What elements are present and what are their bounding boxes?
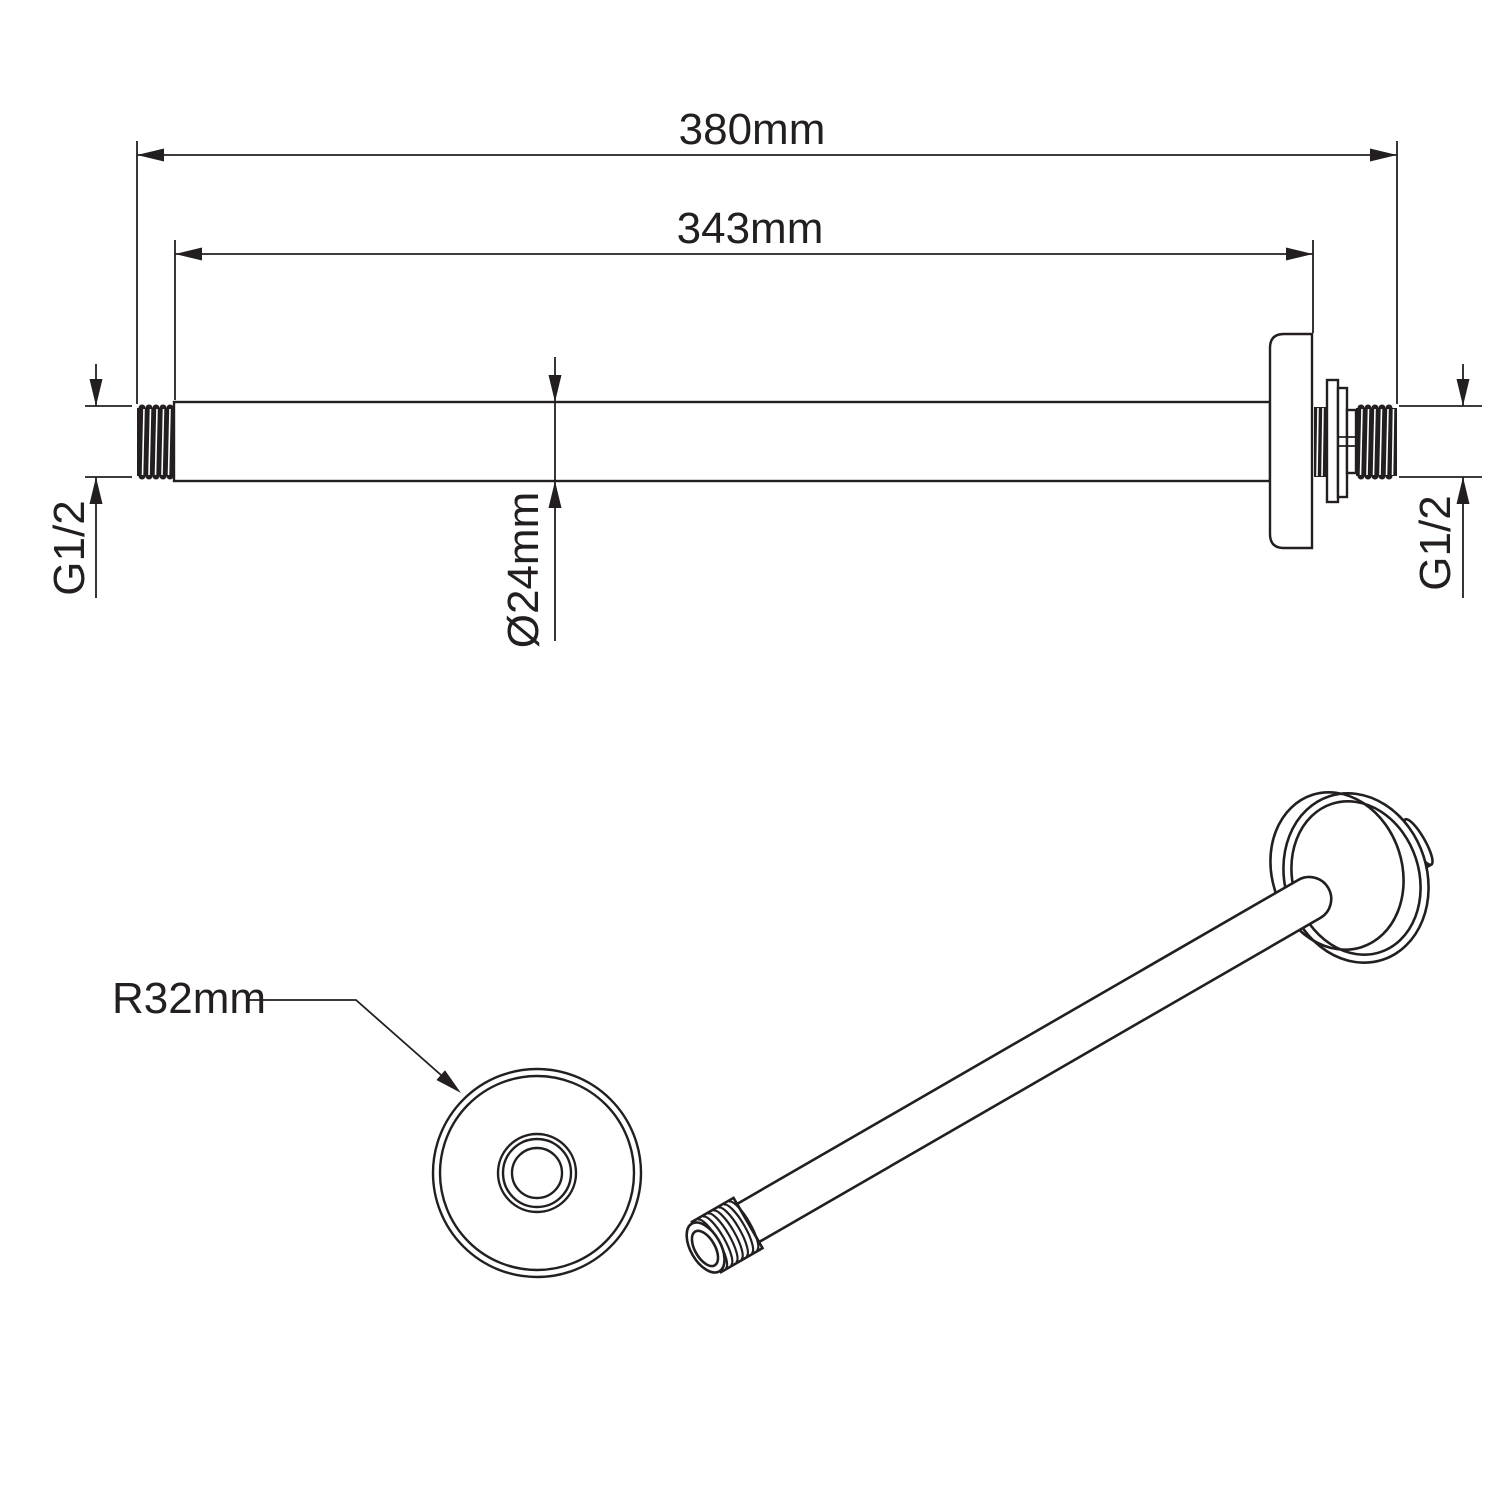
iso-mouth-inner	[690, 1229, 720, 1268]
dim-arrow-left	[137, 148, 164, 162]
flange-inner-rim-circle	[438, 1074, 636, 1272]
dim-arrow-right	[1370, 148, 1397, 162]
dim-thread-right-label: G1/2	[1411, 495, 1460, 590]
leader-arrow	[436, 1070, 461, 1093]
flange-boss-circle	[496, 1132, 578, 1214]
flange-washer-plate-2	[1336, 386, 1349, 499]
dim-arrow-right	[1286, 247, 1313, 261]
right-thread-inner	[1314, 407, 1327, 477]
flange-side	[1268, 332, 1314, 550]
dim-thread-right: G1/2	[1399, 364, 1482, 598]
flange-boss-rim-circle	[501, 1137, 573, 1209]
left-thread	[137, 404, 174, 480]
flange-hole-circle	[510, 1146, 564, 1200]
iso-flange-front	[1269, 791, 1405, 951]
dim-inner-length-label: 343mm	[677, 204, 824, 253]
dim-thread-left-label: G1/2	[45, 500, 94, 595]
dim-flange-radius-label: R32mm	[112, 974, 266, 1023]
iso-view	[685, 791, 1434, 1274]
dim-pipe-diameter: Ø24mm	[499, 357, 562, 648]
side-view: 380mm 343mm G1/2 Ø24mm	[45, 105, 1482, 648]
flange-washer-plate	[1325, 378, 1340, 504]
flange-front-view: R32mm	[112, 974, 643, 1279]
dim-flange-radius: R32mm	[112, 974, 461, 1093]
flange-step	[1345, 408, 1358, 475]
iso-arm	[685, 875, 1333, 1274]
dim-overall-length: 380mm	[136, 105, 1398, 404]
washer-detail-lines	[1338, 436, 1356, 447]
iso-pipe-body	[735, 875, 1333, 1244]
flange-outer-circle	[431, 1067, 643, 1279]
dim-overall-length-label: 380mm	[679, 105, 826, 154]
right-thread	[1356, 404, 1397, 480]
dim-pipe-diameter-label: Ø24mm	[499, 492, 548, 648]
leader-line	[246, 999, 442, 1076]
pipe-body-side	[172, 400, 1272, 483]
dim-inner-length: 343mm	[174, 204, 1314, 400]
iso-flange-back	[1282, 792, 1430, 964]
dim-thread-left: G1/2	[45, 364, 132, 598]
dim-arrow-left	[175, 247, 202, 261]
